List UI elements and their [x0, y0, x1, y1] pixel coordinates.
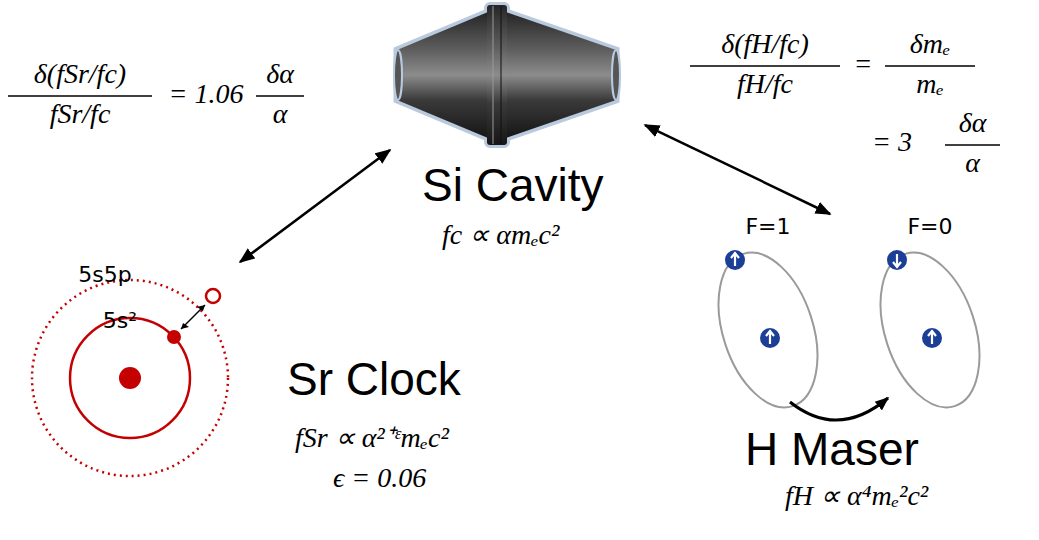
excited-state: [206, 289, 220, 303]
fraction-numerator: δα: [256, 58, 304, 90]
electron: [725, 250, 745, 270]
formula: fc ∝ αmₑc²: [442, 219, 559, 251]
spin-up: [731, 253, 739, 266]
cavity-halo: [397, 12, 488, 138]
orbital-label: 5s²: [95, 308, 145, 333]
parameter: ϵ = 0.06: [333, 462, 426, 494]
fraction-numerator: δ(fSr/fc): [8, 58, 152, 90]
formula: fH ∝ α⁴mₑ²c²: [785, 480, 928, 512]
proton: [922, 328, 942, 348]
maser-node: H Maser fH ∝ α⁴mₑ²c²: [690, 214, 1035, 534]
cavity-cone: [506, 12, 616, 138]
fraction-bar: [690, 65, 840, 67]
flange-edge: [501, 6, 502, 144]
sr-atom-figure: [32, 280, 228, 476]
double-arrow: [645, 125, 830, 214]
node-title: Sr Clock: [287, 354, 461, 405]
fraction-numerator: δmₑ: [885, 28, 975, 60]
cavity-halo: [506, 12, 616, 138]
orbit-5s5p: [32, 280, 228, 476]
fraction-bar: [256, 95, 304, 97]
fraction-denominator: fSr/fc: [8, 98, 152, 130]
orbital-label: 5s5p: [70, 262, 140, 287]
fraction-bar: [885, 65, 975, 67]
orbit-5s2: [70, 318, 190, 438]
state-label: F=0: [900, 214, 960, 239]
fraction-denominator: mₑ: [885, 68, 975, 100]
transition-arrowheads: [181, 305, 205, 329]
fraction-denominator: fH/fc: [690, 68, 840, 100]
cavity-halo: [487, 5, 507, 145]
fraction-numerator: δα: [945, 107, 1000, 139]
flange-edge: [493, 6, 494, 144]
cavity-cone: [397, 12, 488, 138]
fraction-bar: [8, 95, 152, 97]
spin-down: [893, 254, 901, 267]
cavity-end: [612, 50, 620, 100]
state-label: F=1: [738, 214, 798, 239]
node-title: Si Cavity: [422, 160, 603, 211]
equals-sign: =: [846, 48, 880, 80]
cavity-flange: [487, 5, 507, 145]
spin-up: [766, 331, 774, 344]
cavity-end: [394, 50, 402, 100]
fraction-denominator: α: [256, 98, 304, 130]
coefficient: = 3: [846, 126, 938, 158]
formula: fSr ∝ α²⁺ᵋmₑc²: [295, 422, 449, 454]
fraction-bar: [945, 144, 1000, 146]
cavity-figure: [394, 5, 620, 145]
coefficient: = 1.06: [160, 78, 252, 110]
fraction-numerator: δ(fH/fc): [690, 28, 840, 60]
proton: [760, 328, 780, 348]
double-arrow: [240, 150, 390, 262]
electron: [887, 250, 907, 270]
clock-node: Sr Clock fSr ∝ α²⁺ᵋmₑc² ϵ = 0.06: [15, 262, 480, 512]
node-title: H Maser: [745, 424, 919, 475]
hydrogen-figure: [700, 240, 997, 420]
transition-arrow: [790, 398, 888, 420]
cavity-node: Si Cavity fc ∝ αmₑc²: [390, 5, 645, 262]
transition-arrow: [181, 305, 205, 329]
orbit: [700, 240, 835, 420]
electron: [167, 330, 181, 344]
orbit: [862, 240, 997, 420]
nucleus: [119, 367, 141, 389]
fraction-denominator: α: [945, 147, 1000, 179]
spin-up: [928, 331, 936, 344]
